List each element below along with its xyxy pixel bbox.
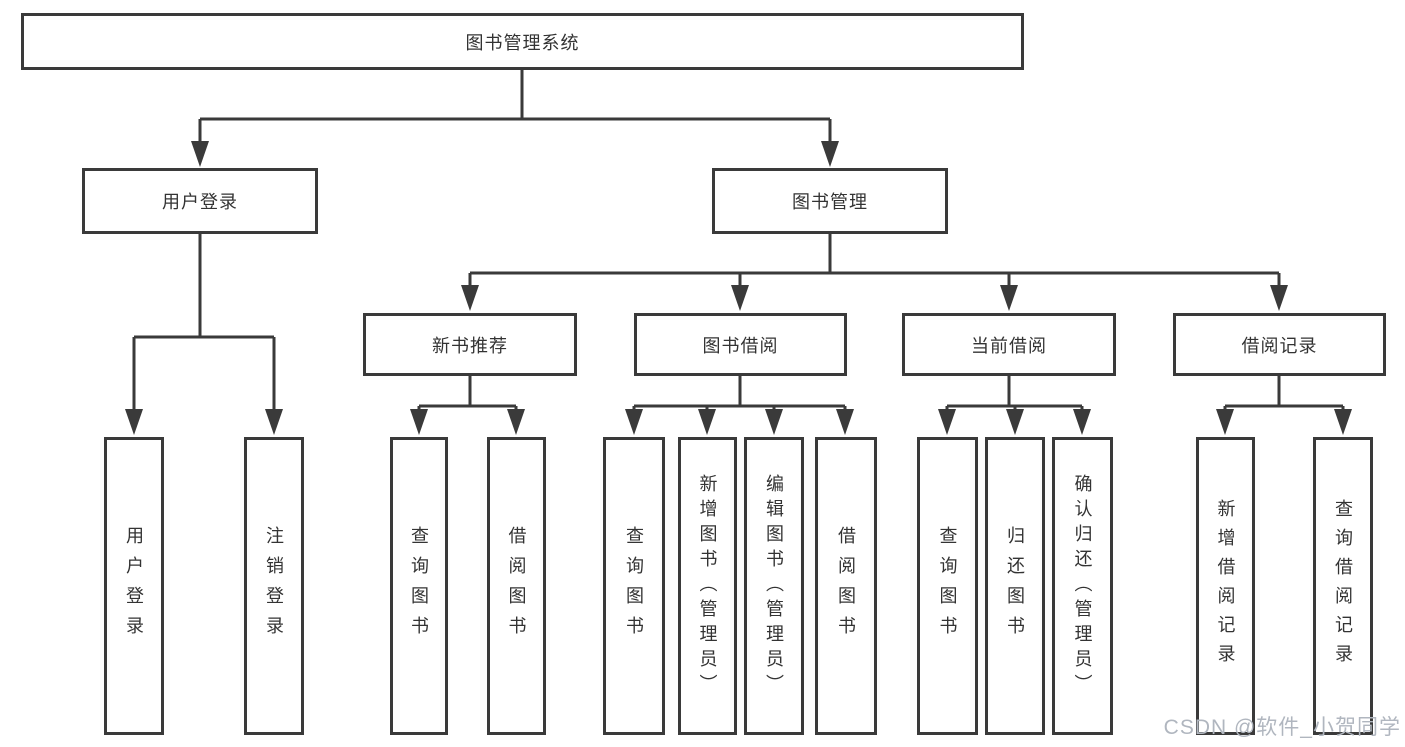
leaf-query-books-recommend: 查询图书: [390, 437, 448, 735]
watermark: CSDN @软件_小贺同学: [1163, 716, 1401, 739]
leaf-user-login: 用户登录: [104, 437, 164, 735]
node-new-book-recommend: 新书推荐: [363, 313, 577, 376]
leaf-add-borrow-record: 新增借阅记录: [1196, 437, 1255, 735]
node-user-login: 用户登录: [82, 168, 318, 234]
leaf-edit-books-admin: 编辑图书（管理员）: [744, 437, 804, 735]
node-root: 图书管理系统: [21, 13, 1024, 70]
leaf-add-books-admin: 新增图书（管理员）: [678, 437, 737, 735]
leaf-logout: 注销登录: [244, 437, 304, 735]
node-current-borrow: 当前借阅: [902, 313, 1116, 376]
leaf-return-books: 归还图书: [985, 437, 1045, 735]
arrowheads: [125, 141, 1352, 435]
node-book-borrow: 图书借阅: [634, 313, 847, 376]
leaf-borrow-books-recommend: 借阅图书: [487, 437, 546, 735]
node-borrow-records: 借阅记录: [1173, 313, 1386, 376]
leaf-query-books-current: 查询图书: [917, 437, 978, 735]
leaf-borrow-books: 借阅图书: [815, 437, 877, 735]
node-book-management: 图书管理: [712, 168, 948, 234]
leaf-query-borrow-record: 查询借阅记录: [1313, 437, 1373, 735]
leaf-query-books-borrow: 查询图书: [603, 437, 665, 735]
leaf-confirm-return-admin: 确认归还（管理员）: [1052, 437, 1113, 735]
